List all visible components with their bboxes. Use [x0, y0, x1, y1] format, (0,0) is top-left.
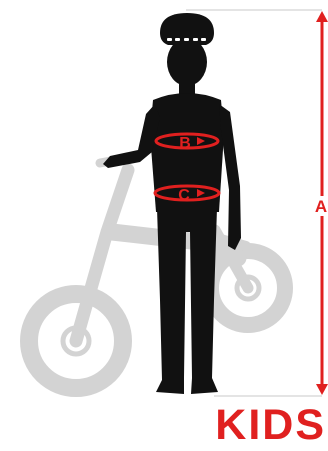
chest-label: B — [179, 135, 191, 152]
height-arrow-icon: A — [313, 11, 328, 395]
waist-label: C — [178, 187, 190, 204]
category-title: KIDS — [170, 404, 326, 446]
height-label: A — [315, 197, 327, 216]
